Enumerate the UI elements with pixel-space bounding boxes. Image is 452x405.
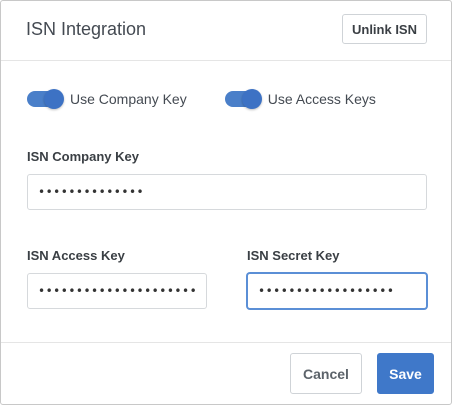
toggle-switch[interactable] xyxy=(27,89,64,109)
use-access-keys-label: Use Access Keys xyxy=(267,91,376,107)
dialog-title: ISN Integration xyxy=(26,19,147,39)
unlink-isn-button[interactable]: Unlink ISN xyxy=(341,14,427,44)
company-key-label: ISN Company Key xyxy=(27,149,139,164)
secret-key-input[interactable] xyxy=(247,273,427,309)
dialog-footer: Cancel Save xyxy=(1,342,451,404)
use-access-keys-toggle[interactable]: Use Access Keys xyxy=(224,89,376,109)
use-company-key-label: Use Company Key xyxy=(70,91,187,107)
secret-key-label: ISN Secret Key xyxy=(247,248,340,263)
company-key-input[interactable] xyxy=(27,174,427,210)
access-key-input[interactable] xyxy=(27,273,207,309)
use-company-key-toggle[interactable]: Use Company Key xyxy=(27,89,187,109)
toggle-knob xyxy=(241,89,262,109)
access-key-label: ISN Access Key xyxy=(27,248,125,263)
toggle-knob xyxy=(44,89,64,109)
key-mode-toggles: Use Company Key Use Access Keys xyxy=(27,89,414,109)
save-button[interactable]: Save xyxy=(377,353,434,394)
toggle-switch[interactable] xyxy=(224,89,262,109)
dialog-header: ISN Integration Unlink ISN xyxy=(1,1,451,61)
cancel-button[interactable]: Cancel xyxy=(290,353,362,394)
